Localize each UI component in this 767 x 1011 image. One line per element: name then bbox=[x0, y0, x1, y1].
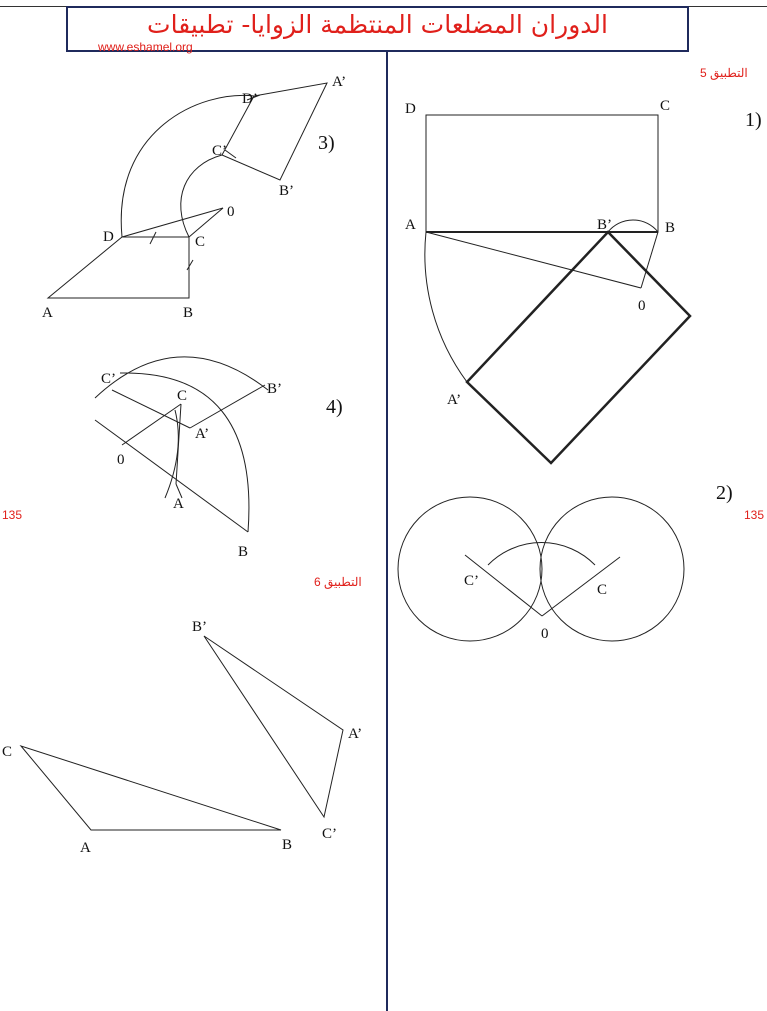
segment-c-o bbox=[188, 207, 224, 238]
arc-outer bbox=[94, 356, 269, 399]
fig6-label-b: B bbox=[282, 837, 292, 853]
fig3-label-b: B bbox=[183, 305, 193, 321]
fig3-label-o: 0 bbox=[227, 204, 235, 220]
fig4-label-o: 0 bbox=[117, 452, 125, 468]
circle-left bbox=[397, 496, 543, 642]
fig1-label-a: A bbox=[405, 217, 416, 233]
tick-mark-2 bbox=[186, 259, 194, 271]
fig2-label-o: 0 bbox=[541, 626, 549, 642]
fig3-label-b-prime: B’ bbox=[279, 183, 294, 199]
fig2-number: 2) bbox=[716, 482, 733, 504]
page-title: الدوران المضلعات المنتظمة الزوايا- تطبيق… bbox=[147, 10, 608, 39]
segment-b-o bbox=[640, 231, 659, 289]
fig3-label-d: D bbox=[103, 229, 114, 245]
rotated-rectangle bbox=[465, 230, 692, 465]
app6-label: التطبيق 6 bbox=[314, 575, 362, 589]
triangle-abc bbox=[19, 744, 282, 831]
fig3-label-a: A bbox=[42, 305, 53, 321]
fig6-label-b-prime: B’ bbox=[192, 619, 207, 635]
tick-mark-1 bbox=[149, 231, 157, 245]
line-o-b bbox=[94, 419, 249, 533]
segment-a-prime-b-prime bbox=[189, 384, 266, 429]
title-box: الدوران المضلعات المنتظمة الزوايا- تطبيق… bbox=[66, 6, 689, 54]
fig6-label-a: A bbox=[80, 840, 91, 856]
fig4-label-b: B bbox=[238, 544, 248, 560]
arc-a bbox=[164, 409, 179, 499]
angle-label-right: 135 bbox=[744, 508, 765, 522]
app5-label: التطبيق 5 bbox=[700, 66, 748, 80]
fig1-label-c: C bbox=[660, 98, 670, 114]
arc-c-to-c-prime bbox=[180, 154, 223, 238]
fig3-label-d-prime: D’ bbox=[242, 91, 258, 107]
arc-b bbox=[119, 372, 250, 533]
fig1-number: 1) bbox=[745, 109, 762, 131]
fig2-label-c-prime: C’ bbox=[464, 573, 479, 589]
tick-a bbox=[175, 483, 183, 499]
polygon-abcd bbox=[46, 236, 190, 299]
arc-d-to-d-prime bbox=[120, 94, 255, 238]
arc-c-to-c-prime bbox=[487, 542, 596, 566]
fig4-label-a: A bbox=[173, 496, 184, 512]
fig2-label-c: C bbox=[597, 582, 607, 598]
segment-d-o bbox=[121, 207, 224, 238]
segment-o-c bbox=[121, 403, 182, 446]
fig3-label-c-prime: C’ bbox=[212, 143, 227, 159]
website-link[interactable]: www.eshamel.org bbox=[98, 40, 193, 54]
figure-6 bbox=[19, 635, 344, 831]
arc-b-to-b-prime bbox=[607, 219, 659, 233]
figure-1 bbox=[424, 114, 692, 465]
fig4-label-a-prime: A’ bbox=[195, 426, 209, 442]
fig1-label-o: 0 bbox=[638, 298, 646, 314]
column-divider bbox=[386, 52, 388, 1011]
fig6-label-c: C bbox=[2, 744, 12, 760]
fig1-label-a-prime: A’ bbox=[447, 392, 461, 408]
fig3-label-a-prime: A’ bbox=[332, 74, 346, 90]
fig4-label-b-prime: B’ bbox=[267, 381, 282, 397]
figure-2 bbox=[397, 496, 685, 642]
fig4-number: 4) bbox=[326, 396, 343, 418]
fig1-label-d: D bbox=[405, 101, 416, 117]
angle-label-left: 135 bbox=[2, 508, 23, 522]
fig3-number: 3) bbox=[318, 132, 335, 154]
ray-o-c-prime bbox=[464, 554, 543, 617]
tick-mark-3 bbox=[246, 94, 261, 101]
fig6-label-c-prime: C’ bbox=[322, 826, 337, 842]
fig4-label-c: C bbox=[177, 388, 187, 404]
figure-3 bbox=[46, 82, 328, 299]
rectangle-abcd bbox=[425, 114, 659, 233]
figure-4 bbox=[94, 356, 269, 533]
fig3-label-c: C bbox=[195, 234, 205, 250]
fig1-label-b-prime: B’ bbox=[597, 217, 612, 233]
segment-a-o bbox=[425, 231, 642, 289]
polygon-rotated bbox=[221, 82, 328, 181]
circle-right bbox=[539, 496, 685, 642]
fig4-label-c-prime: C’ bbox=[101, 371, 116, 387]
arc-a-to-a-prime bbox=[424, 231, 468, 383]
tick-mark-4 bbox=[224, 149, 237, 159]
triangle-rotated bbox=[203, 635, 344, 819]
fig1-label-b: B bbox=[665, 220, 675, 236]
ray-o-c bbox=[541, 556, 621, 617]
top-rule-right bbox=[689, 6, 767, 7]
fig6-label-a-prime: A’ bbox=[348, 726, 362, 742]
top-rule-left bbox=[0, 6, 66, 7]
